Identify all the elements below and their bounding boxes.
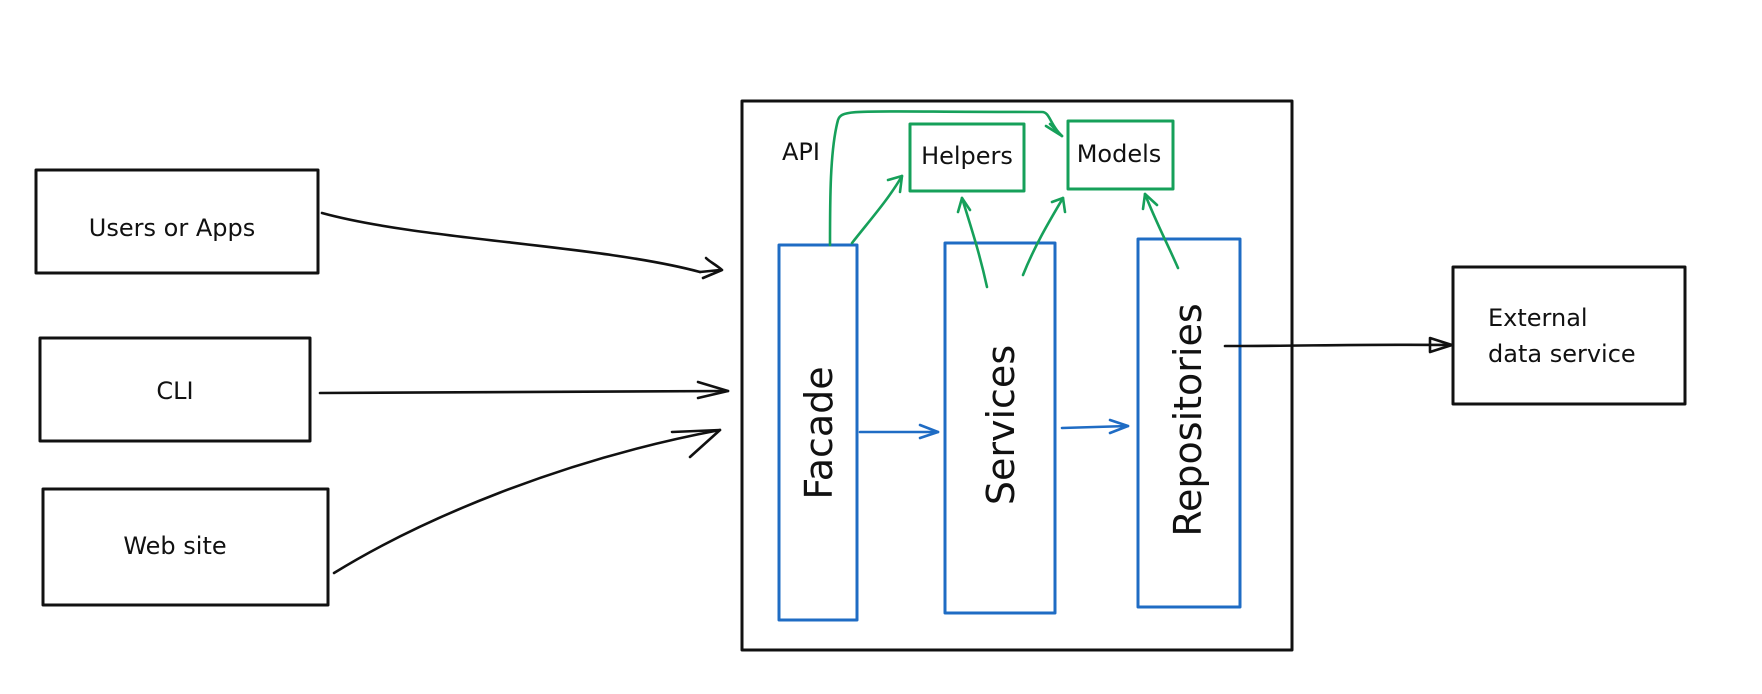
api-label: API [782,138,820,166]
helpers-box [908,122,1026,193]
services-to-helpers-arrowhead [956,196,972,214]
facade-to-helpers-arrowhead [886,174,904,194]
cli-box [38,336,312,443]
web-site-box [41,487,330,607]
users-to-api-arrow [320,211,702,274]
web-site-node: Web site [41,487,330,607]
services-node: Services [943,241,1057,615]
users-or-apps-box [34,168,320,275]
api-box [740,99,1294,652]
services-to-repositories-arrowhead [1108,418,1130,435]
web-site-label: Web site [123,532,226,560]
external-data-service-line1: External [1488,304,1588,332]
facade-to-services-arrowhead [918,423,940,440]
models-label: Models [1077,140,1162,168]
services-to-models-arrow [1021,196,1065,277]
services-label: Services [979,345,1023,505]
cli-to-api-arrowhead [696,380,730,400]
users-or-apps-node: Users or Apps [34,168,320,275]
services-to-models-arrowhead [1050,196,1067,214]
users-to-api-arrowhead [698,256,724,280]
facade-box [777,243,859,622]
facade-to-models-arrowhead [1044,122,1064,138]
models-node: Models [1066,119,1175,191]
web-to-api-arrowhead [670,428,722,459]
external-data-service-line2: data service [1488,340,1636,368]
cli-node: CLI [38,336,312,443]
services-to-repositories-arrow [1060,424,1130,430]
web-to-api-arrow [332,428,722,575]
facade-to-models-arrow [828,110,1064,247]
repositories-to-models-arrow [1143,192,1180,270]
facade-label: Facade [797,366,841,499]
repositories-label: Repositories [1166,303,1210,536]
shared-arrows [828,110,1180,289]
cli-to-api-arrow [318,389,730,395]
repositories-to-external-arrowhead [1428,336,1454,354]
external-data-service-box [1451,265,1687,406]
repositories-to-models-arrowhead [1141,192,1159,211]
users-or-apps-label: Users or Apps [89,214,255,242]
external-data-service-node: External data service [1451,265,1687,406]
facade-to-helpers-arrow [850,174,904,245]
helpers-node: Helpers [908,122,1026,193]
repositories-to-external-arrow [1223,343,1452,348]
layer-arrows [858,418,1130,440]
api-container: API [740,99,1294,652]
cli-label: CLI [156,377,193,405]
services-to-helpers-arrow [960,196,989,289]
external-arrow [1223,336,1454,354]
services-box [943,241,1057,615]
repositories-node: Repositories [1136,237,1242,609]
helpers-label: Helpers [921,142,1013,170]
facade-node: Facade [777,243,859,622]
client-arrows [318,211,730,575]
repositories-box [1136,237,1242,609]
models-box [1066,119,1175,191]
